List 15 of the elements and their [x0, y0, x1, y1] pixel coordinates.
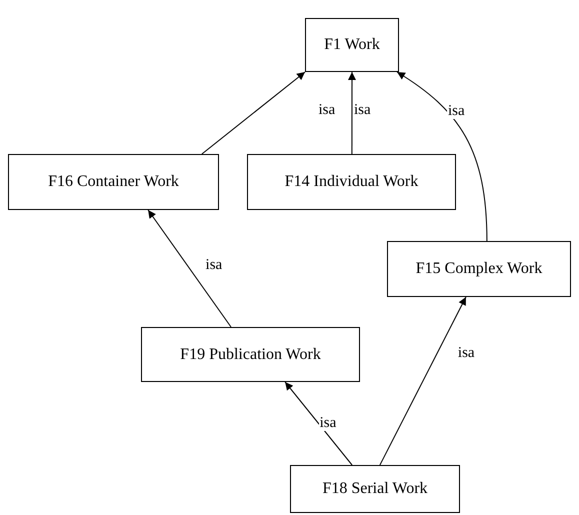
class-box: F14 Individual Work	[247, 154, 456, 210]
arrow	[148, 210, 232, 328]
class-box: F15 Complex Work	[387, 241, 571, 297]
class-box: F19 Publication Work	[141, 327, 360, 382]
edge-label: isa	[318, 416, 338, 430]
arrow	[284, 382, 353, 466]
arrow	[379, 296, 466, 466]
class-box: F18 Serial Work	[290, 465, 460, 513]
arrow	[348, 72, 356, 154]
class-box: F1 Work	[305, 18, 399, 72]
arrow	[396, 72, 488, 242]
class-box: F16 Container Work	[8, 154, 219, 210]
edge-label: isa	[204, 258, 224, 272]
edge-label: isa	[446, 104, 466, 118]
arrow	[201, 72, 306, 154]
